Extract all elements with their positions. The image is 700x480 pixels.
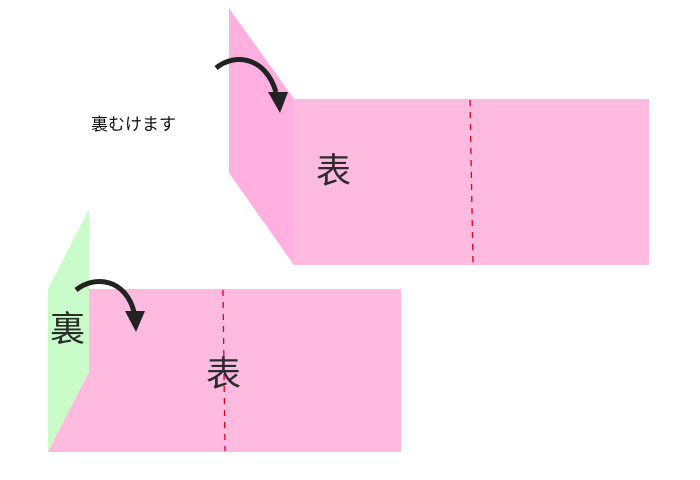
top-fold-line [469,99,474,265]
top-front-label: 表 [316,152,352,192]
bottom-figure [48,209,401,452]
bottom-front-label: 表 [206,355,242,395]
bottom-turn-arrow-icon [74,279,145,332]
bottom-back-label: 裏 [50,310,86,350]
bottom-fold-line [222,289,226,452]
top-flap [229,8,294,265]
caption-text: 裏むけます [91,115,176,135]
bottom-back-flap [48,209,89,452]
top-figure [214,8,649,265]
top-strip [294,99,649,265]
top-turn-arrow-icon [214,57,288,113]
